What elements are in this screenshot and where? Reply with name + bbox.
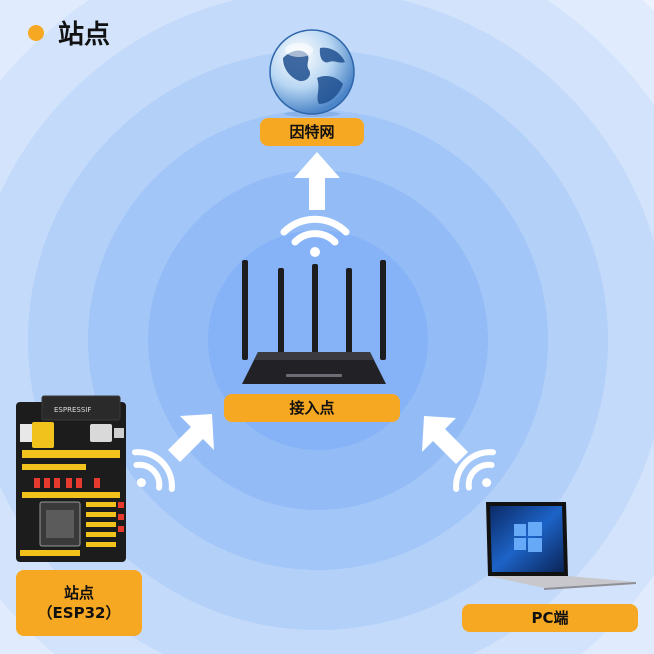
station-label: 站点 （ESP32） (16, 570, 142, 636)
station-label-line1: 站点 (63, 583, 94, 602)
arrow-up-icon (294, 152, 340, 210)
router-icon (242, 260, 386, 384)
access-point-label: 接入点 (224, 394, 400, 422)
internet-label-text: 因特网 (289, 122, 335, 141)
page-title: 站点 (28, 14, 110, 51)
internet-label: 因特网 (260, 118, 364, 146)
station-label-line2: （ESP32） (37, 604, 121, 622)
bullet-dot (28, 24, 44, 41)
wifi-signal-icon (453, 449, 496, 492)
page-title-text: 站点 (58, 20, 111, 50)
arrow-up-left-icon (422, 416, 468, 464)
wifi-signal-icon (132, 449, 175, 492)
globe-icon (269, 29, 355, 117)
esp32-board-icon: ESPRESSIF (16, 395, 126, 562)
board-brand-text: ESPRESSIF (54, 406, 91, 414)
pc-label: PC端 (462, 604, 638, 632)
arrow-up-right-icon (168, 414, 214, 462)
access-point-label-text: 接入点 (289, 398, 335, 417)
wifi-signal-icon (280, 215, 350, 257)
laptop-icon (486, 502, 636, 590)
pc-label-text: PC端 (531, 608, 569, 627)
